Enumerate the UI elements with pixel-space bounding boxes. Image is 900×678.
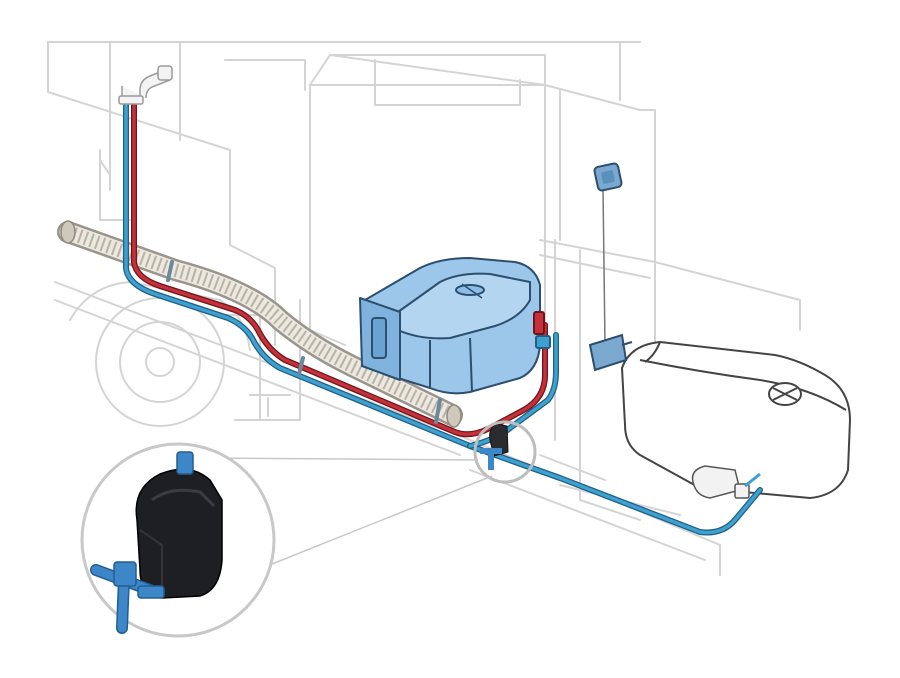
control-panel [593,162,623,346]
heater-unit [359,257,551,395]
fuel-pump [691,465,761,499]
valve-inset [80,442,276,638]
callout-lines [204,457,493,569]
junction-box [588,333,633,372]
outlet-fitting [118,65,173,105]
exhaust-hose [57,220,463,428]
drain-valve [473,420,537,484]
fuel-tank [621,341,851,499]
pipe-lines [123,97,763,536]
